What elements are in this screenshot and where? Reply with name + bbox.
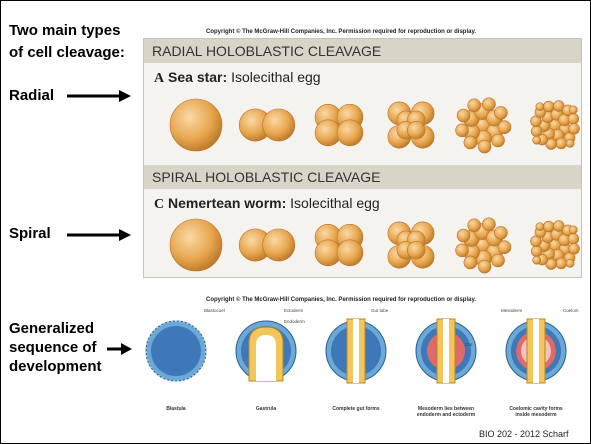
spiral-stage-cell xyxy=(531,246,542,257)
coelom-diagram xyxy=(506,319,566,383)
spiral-stage-cell xyxy=(494,226,507,239)
callout-coelom: Coelom xyxy=(563,308,579,313)
title-line-1: Two main types xyxy=(9,22,120,40)
radial-cleavage-stages xyxy=(144,85,581,159)
spiral-stage-cell xyxy=(568,233,579,244)
spiral-stage-cell xyxy=(536,223,544,231)
stage-label-coelom: Coelomic cavity forms inside mesoderm xyxy=(506,406,566,418)
spiral-stage-cell xyxy=(457,229,470,242)
spiral-stage-cell xyxy=(407,241,425,259)
radial-stage-cell xyxy=(494,106,507,119)
spiral-stage-cell xyxy=(464,256,477,269)
radial-section-header: RADIAL HOLOBLASTIC CLEAVAGE xyxy=(144,39,581,63)
radial-egg-type: Isolecithal egg xyxy=(231,69,321,85)
callout-gut-tube: Gut tube xyxy=(371,308,388,313)
radial-stage-cell xyxy=(478,140,491,153)
radial-label: Radial xyxy=(9,87,54,105)
spiral-stage-cell xyxy=(543,221,554,232)
radial-stage-cell xyxy=(566,139,574,147)
cleavage-figure-panel: RADIAL HOLOBLASTIC CLEAVAGE A Sea star: … xyxy=(143,38,582,278)
stage-label-mesoderm: Mesoderm lies between endoderm and ectod… xyxy=(416,406,476,418)
radial-stage-cell xyxy=(407,121,425,139)
radial-stage-cell xyxy=(482,98,495,111)
development-sequence-figure xyxy=(141,303,586,403)
spiral-stage-cell xyxy=(263,229,295,261)
callout-mesoderm: Mesoderm xyxy=(501,308,522,313)
spiral-stage-cell xyxy=(170,219,222,271)
radial-stage-cell xyxy=(569,123,580,134)
spiral-stage-cell xyxy=(468,219,481,232)
radial-stage-cell xyxy=(263,109,295,141)
generalized-line-2: sequence of xyxy=(9,339,97,357)
spiral-stage-cell xyxy=(498,241,511,254)
radial-stage-cell xyxy=(468,99,481,112)
callout-endoderm: Endoderm xyxy=(284,319,305,324)
callout-blastocoel: Blastocoel xyxy=(204,308,225,313)
spiral-stage-cell xyxy=(569,243,580,254)
radial-stage-cell xyxy=(536,103,544,111)
radial-stage-cell xyxy=(457,109,470,122)
spiral-section-header: SPIRAL HOLOBLASTIC CLEAVAGE xyxy=(144,165,581,189)
radial-organism: Sea star: xyxy=(168,69,227,85)
spiral-cleavage-stages xyxy=(144,209,581,277)
radial-stage-cell xyxy=(531,126,542,137)
spiral-stage-cell xyxy=(533,256,541,264)
radial-stage-cell xyxy=(464,136,477,149)
generalized-arrow-icon xyxy=(107,341,133,357)
spiral-stage-cell xyxy=(337,240,363,266)
spiral-stage-cell xyxy=(478,260,491,273)
radial-stage-cell xyxy=(456,124,469,137)
mesoderm-diagram xyxy=(416,319,476,383)
radial-panel-letter: A xyxy=(154,71,164,86)
radial-arrow-icon xyxy=(67,88,133,104)
complete-gut-diagram xyxy=(326,319,386,383)
stage-label-gastrula: Gastrula xyxy=(221,406,311,412)
title-line-2: of cell cleavage: xyxy=(9,44,125,62)
spiral-stage-cell xyxy=(566,259,574,267)
generalized-line-1: Generalized xyxy=(9,320,94,338)
radial-stage-cell xyxy=(337,120,363,146)
spiral-stage-cell xyxy=(482,218,495,231)
spiral-stage-cell xyxy=(456,244,469,257)
stage-label-complete-gut: Complete gut forms xyxy=(311,406,401,412)
radial-stage-cell xyxy=(498,121,511,134)
radial-stage-cell xyxy=(533,136,541,144)
gastrula-diagram xyxy=(236,321,296,381)
generalized-line-3: development xyxy=(9,358,102,376)
footer-credit: BIO 202 - 2012 Scharf xyxy=(479,429,569,439)
stage-label-blastula: Blastula xyxy=(131,406,221,412)
spiral-stage-cell xyxy=(556,258,567,269)
radial-stage-cell xyxy=(568,113,579,124)
spiral-stage-cell xyxy=(569,226,577,234)
radial-stage-cell xyxy=(170,99,222,151)
callout-gut: Gut xyxy=(465,342,472,347)
spiral-label: Spiral xyxy=(9,225,51,243)
radial-stage-cell xyxy=(492,134,505,147)
spiral-stage-cell xyxy=(492,254,505,267)
callout-ectoderm: Ectoderm xyxy=(284,308,303,313)
radial-stage-cell xyxy=(569,106,577,114)
blastula-diagram xyxy=(146,321,206,381)
top-copyright: Copyright © The McGraw-Hill Companies, I… xyxy=(206,29,476,35)
radial-stage-cell xyxy=(556,138,567,149)
radial-stage-cell xyxy=(543,101,554,112)
spiral-arrow-icon xyxy=(67,227,133,243)
